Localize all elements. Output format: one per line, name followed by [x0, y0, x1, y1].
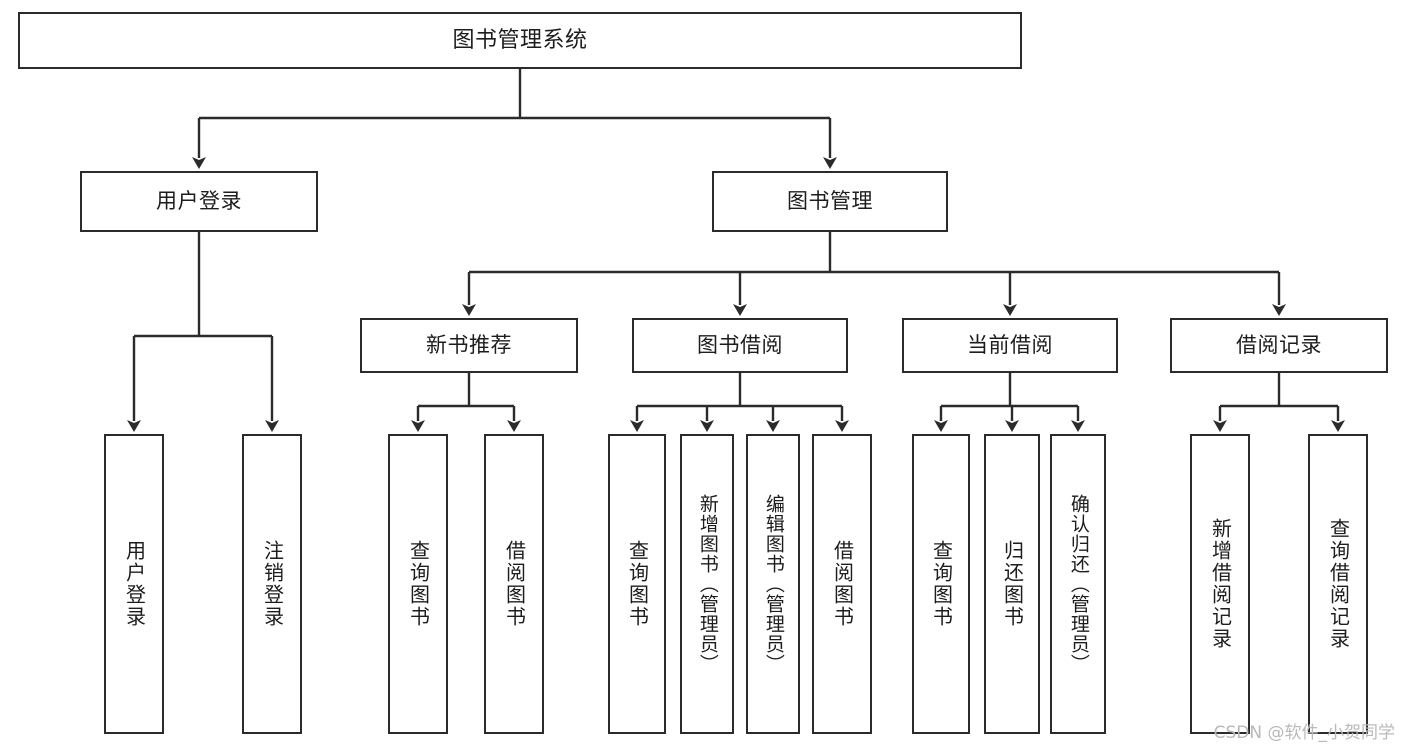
node-borrow_record[interactable]: 借阅记录	[1170, 318, 1388, 373]
node-book_borrow[interactable]: 图书借阅	[632, 318, 848, 373]
node-leaf-borrow-book-1-label: 借阅图书	[502, 540, 527, 628]
node-leaf-add-book-label: 新增图书（管理员）	[696, 494, 719, 674]
node-leaf-add-record-label: 新增借阅记录	[1208, 518, 1233, 650]
node-leaf-query-record[interactable]: 查询借阅记录	[1308, 434, 1368, 734]
node-leaf-borrow-book-2-label: 借阅图书	[830, 540, 855, 628]
node-leaf-query-book-1[interactable]: 查询图书	[388, 434, 448, 734]
node-leaf-confirm-return[interactable]: 确认归还（管理员）	[1050, 434, 1106, 734]
node-leaf-query-book-3-label: 查询图书	[929, 540, 954, 628]
node-book_manage-label: 图书管理	[787, 189, 873, 214]
node-leaf-edit-book-label: 编辑图书（管理员）	[762, 494, 785, 674]
node-leaf-logout[interactable]: 注销登录	[242, 434, 302, 734]
node-leaf-add-book[interactable]: 新增图书（管理员）	[680, 434, 734, 734]
node-current_borrow[interactable]: 当前借阅	[902, 318, 1118, 373]
node-user_login[interactable]: 用户登录	[80, 171, 318, 232]
node-leaf-confirm-return-label: 确认归还（管理员）	[1067, 494, 1090, 674]
node-leaf-query-record-label: 查询借阅记录	[1326, 518, 1351, 650]
node-leaf-query-book-2[interactable]: 查询图书	[608, 434, 666, 734]
node-leaf-query-book-1-label: 查询图书	[406, 540, 431, 628]
node-leaf-edit-book[interactable]: 编辑图书（管理员）	[746, 434, 800, 734]
node-user_login-label: 用户登录	[156, 189, 242, 214]
node-root-title-label: 图书管理系统	[452, 27, 588, 53]
node-leaf-return-book-label: 归还图书	[1000, 540, 1025, 628]
node-new_book_rec-label: 新书推荐	[426, 333, 512, 358]
node-leaf-user-login-label: 用户登录	[122, 540, 147, 628]
node-leaf-user-login[interactable]: 用户登录	[104, 434, 164, 734]
node-book_borrow-label: 图书借阅	[697, 333, 783, 358]
node-leaf-logout-label: 注销登录	[260, 540, 285, 628]
node-leaf-add-record[interactable]: 新增借阅记录	[1190, 434, 1250, 734]
node-leaf-borrow-book-2[interactable]: 借阅图书	[812, 434, 872, 734]
node-leaf-return-book[interactable]: 归还图书	[984, 434, 1040, 734]
csdn-watermark: CSDN @软件_小贺同学	[1213, 723, 1395, 743]
node-current_borrow-label: 当前借阅	[967, 333, 1053, 358]
node-leaf-query-book-2-label: 查询图书	[625, 540, 650, 628]
node-borrow_record-label: 借阅记录	[1236, 333, 1322, 358]
node-book_manage[interactable]: 图书管理	[712, 171, 948, 232]
node-leaf-query-book-3[interactable]: 查询图书	[912, 434, 970, 734]
node-root-title[interactable]: 图书管理系统	[18, 12, 1022, 69]
node-leaf-borrow-book-1[interactable]: 借阅图书	[484, 434, 544, 734]
node-new_book_rec[interactable]: 新书推荐	[360, 318, 578, 373]
